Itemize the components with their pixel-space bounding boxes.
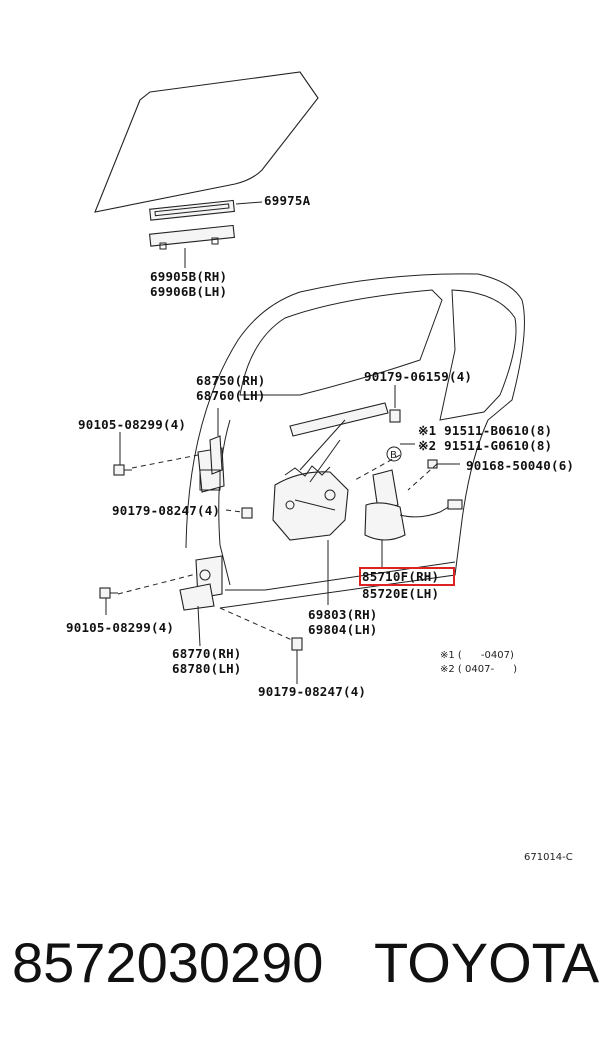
nut-icon <box>291 637 303 651</box>
highlight-box <box>359 567 455 586</box>
label-regulator-rh: 69803(RH) <box>308 607 378 622</box>
label-screw2: ※2 91511-G0610(8) <box>418 438 552 453</box>
label-upper-hinge-rh: 68750(RH) <box>196 373 266 388</box>
brand-name: TOYOTA <box>374 931 600 994</box>
ref-b-label: B <box>390 450 397 461</box>
bolt-icon <box>99 587 118 599</box>
label-nut-bottom: 90179-08247(4) <box>258 684 366 699</box>
note-1: ※1 ( -0407) <box>440 650 514 661</box>
label-lower-hinge-rh: 68770(RH) <box>172 646 242 661</box>
nut-icon <box>389 409 401 423</box>
label-bolt-lower: 90105-08299(4) <box>66 620 174 635</box>
upper-hinge <box>197 435 225 493</box>
label-motor-lh: 85720E(LH) <box>362 586 439 601</box>
glass-run <box>149 199 235 221</box>
label-screw1: ※1 91511-B0610(8) <box>418 423 552 438</box>
glass-channel <box>148 224 235 250</box>
part-number: 8572030290 <box>12 931 324 994</box>
label-screw-right: 90168-50040(6) <box>466 458 574 473</box>
screw-icon <box>427 459 438 469</box>
label-bolt-upper: 90105-08299(4) <box>78 417 186 432</box>
label-motor-rh: 85710F(RH) <box>362 569 439 584</box>
door-frame <box>185 273 525 609</box>
label-upper-hinge-lh: 68760(LH) <box>196 388 266 403</box>
lower-hinge <box>179 555 223 611</box>
label-channel-lh: 69906B(LH) <box>150 284 227 299</box>
label-nut-top: 90179-06159(4) <box>364 369 472 384</box>
label-regulator: 69803(RH)69804(LH) <box>308 607 378 637</box>
window-regulator <box>272 402 389 541</box>
label-bolt-mid: 90179-08247(4) <box>112 503 220 518</box>
diagram-code: 671014-C <box>524 852 573 863</box>
label-regulator-lh: 69804(LH) <box>308 622 378 637</box>
door-glass <box>94 71 319 213</box>
window-motor <box>364 469 463 541</box>
footer: 8572030290 TOYOTA <box>0 930 600 1010</box>
note-2: ※2 ( 0407- ) <box>440 664 517 675</box>
label-channel-rh: 69905B(RH) <box>150 269 227 284</box>
nut-icon <box>241 507 253 519</box>
label-glass-run: 69975A <box>264 193 311 208</box>
bolt-icon <box>113 464 132 476</box>
label-lower-hinge-lh: 68780(LH) <box>172 661 242 676</box>
label-channel: 69905B(RH)69906B(LH) <box>150 269 227 299</box>
label-lower-hinge: 68770(RH)68780(LH) <box>172 646 242 676</box>
label-upper-hinge: 68750(RH)68760(LH) <box>196 373 266 403</box>
